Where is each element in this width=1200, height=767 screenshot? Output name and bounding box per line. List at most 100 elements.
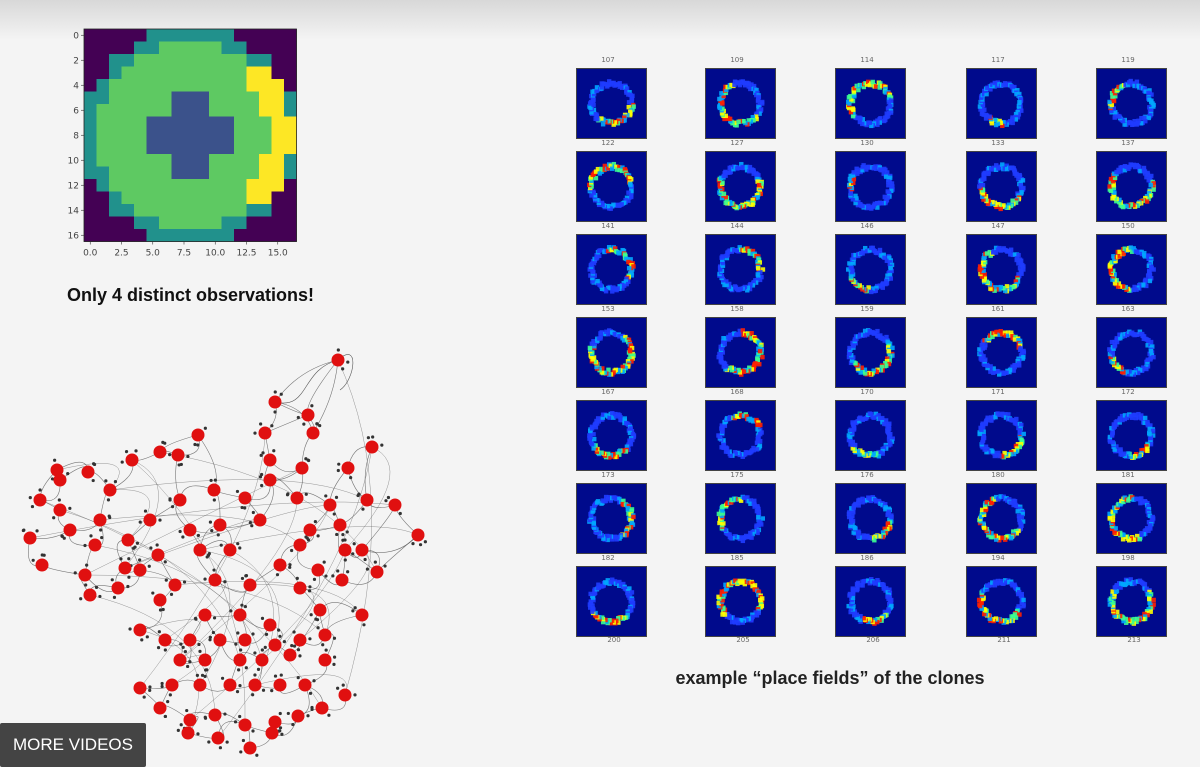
place-field-cell: 194 bbox=[960, 554, 1040, 637]
heatmap-pixel bbox=[606, 372, 612, 377]
grid-cell bbox=[259, 154, 272, 167]
heatmap-pixel bbox=[600, 415, 605, 420]
place-field-cell: 181 bbox=[1090, 471, 1170, 554]
grid-cell bbox=[146, 179, 160, 192]
edge-arrowhead bbox=[203, 716, 208, 720]
heatmap-pixel bbox=[741, 80, 747, 86]
heatmap-pixel bbox=[1116, 84, 1121, 90]
grid-cell bbox=[146, 104, 160, 117]
graph-node bbox=[263, 618, 277, 632]
heatmap-pixel bbox=[748, 498, 754, 503]
heatmap-pixel bbox=[885, 273, 890, 278]
heatmap-pixel bbox=[754, 92, 759, 98]
edge-arrowhead bbox=[308, 637, 312, 641]
heatmap-pixel bbox=[736, 249, 741, 254]
edge-arrowhead bbox=[229, 609, 233, 613]
graph-node bbox=[63, 523, 77, 537]
heatmap-pixel bbox=[748, 86, 753, 92]
heatmap-pixel bbox=[1146, 503, 1151, 509]
heatmap-pixel bbox=[1148, 99, 1154, 105]
graph-node bbox=[273, 678, 287, 692]
grid-cell bbox=[284, 216, 297, 230]
place-field-cell: 172 bbox=[1090, 388, 1170, 471]
edge-arrowhead bbox=[38, 488, 42, 492]
heatmap-pixel bbox=[888, 110, 894, 115]
heatmap-pixel bbox=[863, 371, 868, 376]
heatmap-svg bbox=[977, 329, 1027, 377]
edge-arrowhead bbox=[240, 603, 244, 607]
heatmap-pixel bbox=[747, 248, 752, 254]
heatmap-pixel bbox=[619, 418, 625, 423]
heatmap-pixel bbox=[602, 163, 608, 169]
grid-cell bbox=[221, 166, 235, 180]
more-videos-button[interactable]: MORE VIDEOS bbox=[0, 723, 146, 767]
grid-cell bbox=[271, 154, 285, 167]
heatmap-pixel bbox=[1117, 254, 1122, 259]
graph-node bbox=[171, 448, 185, 462]
heatmap-pixel bbox=[1144, 444, 1149, 449]
heatmap-pixel bbox=[1144, 283, 1149, 289]
edge-arrowhead bbox=[168, 498, 172, 502]
place-field-cell: 150 bbox=[1090, 222, 1170, 305]
edge-arrowhead bbox=[52, 516, 56, 520]
grid-cell bbox=[171, 179, 185, 192]
edge-arrowhead bbox=[327, 713, 331, 717]
place-field-heatmap bbox=[835, 151, 906, 222]
grid-cell bbox=[121, 79, 135, 92]
heatmap-pixel bbox=[1016, 106, 1022, 111]
grid-cell bbox=[84, 229, 97, 242]
heatmap-pixel bbox=[1128, 245, 1133, 250]
edge-arrowhead bbox=[212, 498, 216, 502]
graph-node bbox=[355, 543, 369, 557]
heatmap-pixel bbox=[1119, 501, 1124, 506]
heatmap-pixel bbox=[1111, 88, 1117, 93]
heatmap-pixel bbox=[606, 248, 611, 254]
heatmap-pixel bbox=[1132, 118, 1137, 124]
heatmap-pixel bbox=[610, 289, 615, 294]
place-field-id: 170 bbox=[860, 388, 874, 396]
graph-node bbox=[248, 678, 262, 692]
heatmap-pixel bbox=[757, 431, 763, 437]
place-field-cell: 109 bbox=[699, 56, 779, 139]
grid-cell bbox=[196, 91, 210, 105]
heatmap-pixel bbox=[1142, 415, 1148, 421]
heatmap-pixel bbox=[1109, 260, 1115, 265]
heatmap-pixel bbox=[1004, 496, 1009, 501]
graph-edge bbox=[199, 549, 280, 646]
edge-arrowhead bbox=[163, 714, 167, 719]
edge-arrowhead bbox=[286, 711, 290, 716]
heatmap-pixel bbox=[998, 578, 1003, 584]
grid-cell bbox=[221, 179, 235, 192]
grid-cell bbox=[221, 141, 235, 155]
grid-cell bbox=[196, 54, 210, 67]
grid-cell bbox=[121, 91, 135, 105]
grid-cell bbox=[96, 204, 110, 217]
heatmap-pixel bbox=[1144, 199, 1150, 204]
grid-cell bbox=[146, 216, 160, 230]
heatmap-pixel bbox=[980, 105, 985, 110]
graph-node bbox=[338, 688, 352, 702]
grid-cell bbox=[84, 166, 97, 180]
edge-arrowhead bbox=[361, 507, 365, 511]
heatmap-pixel bbox=[595, 197, 600, 203]
edge-arrowhead bbox=[42, 553, 46, 557]
grid-cell bbox=[121, 166, 135, 180]
edge-arrowhead bbox=[163, 560, 167, 564]
heatmap-pixel bbox=[1015, 421, 1020, 427]
place-field-cell: 173 bbox=[570, 471, 650, 554]
graph-node bbox=[291, 709, 305, 723]
heatmap-pixel bbox=[599, 116, 604, 121]
heatmap-pixel bbox=[757, 438, 763, 444]
edge-arrowhead bbox=[186, 664, 190, 669]
heatmap-pixel bbox=[885, 345, 891, 350]
grid-cell bbox=[259, 191, 272, 205]
edge-arrowhead bbox=[207, 551, 211, 556]
grid-cell bbox=[134, 54, 147, 67]
graph-node bbox=[318, 628, 332, 642]
heatmap-pixel bbox=[723, 449, 729, 454]
heatmap-pixel bbox=[594, 364, 599, 370]
heatmap-pixel bbox=[1136, 415, 1141, 420]
heatmap-pixel bbox=[593, 446, 599, 451]
heatmap-pixel bbox=[598, 334, 603, 339]
edge-arrowhead bbox=[298, 654, 302, 658]
